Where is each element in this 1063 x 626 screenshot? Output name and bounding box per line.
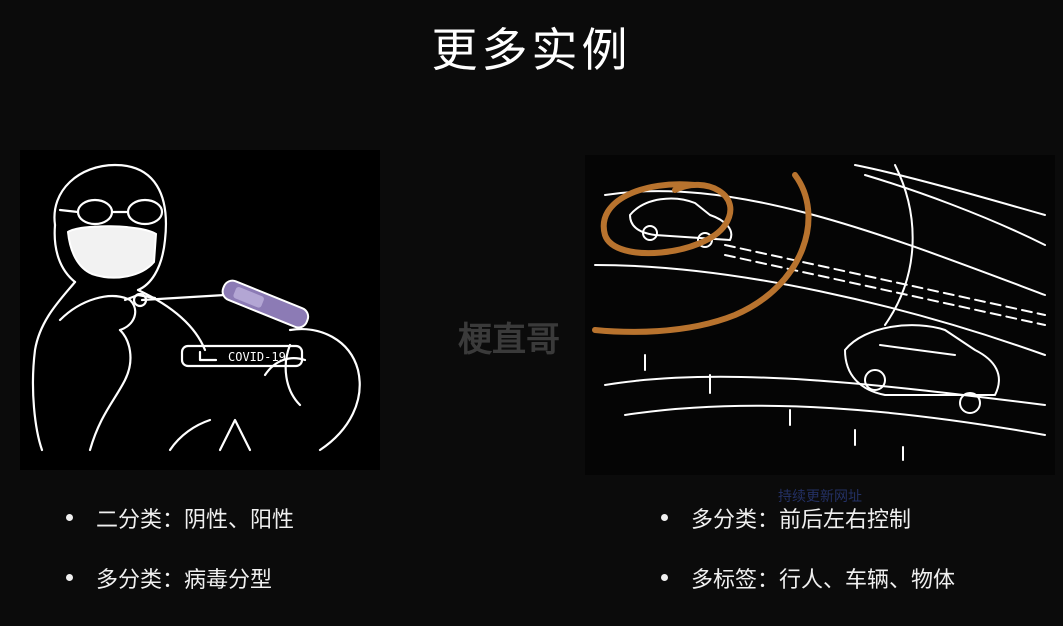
- bullet-text: 多标签：行人、车辆、物体: [691, 568, 956, 593]
- slide-title: 更多实例: [431, 23, 632, 77]
- tube-label: COVID-19: [228, 350, 286, 364]
- bullet-text: 多分类：前后左右控制: [691, 508, 912, 533]
- bullet-text: 多分类：病毒分型: [96, 568, 273, 593]
- bullet-icon: [66, 514, 73, 521]
- overlay-link[interactable]: 持续更新网址: [778, 489, 862, 505]
- bullet-icon: [66, 574, 73, 581]
- covid-test-illustration: COVID-19: [20, 150, 380, 470]
- watermark: 梗直哥: [458, 320, 560, 360]
- bullet-text: 二分类：阴性、阳性: [96, 508, 295, 533]
- bullet-icon: [661, 514, 668, 521]
- cars-road-illustration: [585, 155, 1055, 475]
- bullet-icon: [661, 574, 668, 581]
